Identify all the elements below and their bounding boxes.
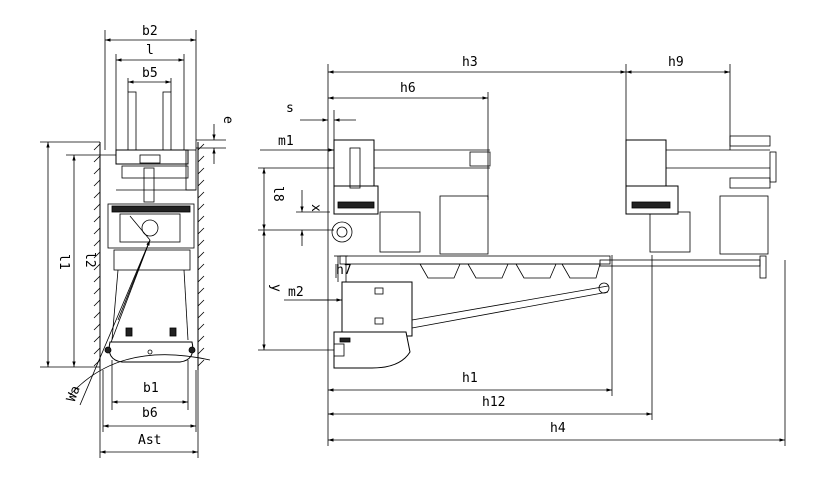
label-h6: h6 bbox=[400, 81, 416, 96]
fork-arm-right bbox=[625, 135, 777, 215]
label-l2: l2 bbox=[82, 252, 97, 268]
side-view: h3 h9 h6 s m1 l8 x y h7 bbox=[258, 55, 786, 446]
chassis bbox=[339, 195, 769, 329]
label-b6: b6 bbox=[142, 406, 158, 421]
top-view: b2 l b5 e l1 l2 Wa b1 bbox=[40, 24, 235, 458]
dim-line-wa bbox=[79, 239, 151, 406]
carriage-top-view bbox=[69, 149, 211, 396]
label-b1: b1 bbox=[143, 381, 159, 396]
label-h1: h1 bbox=[462, 371, 478, 386]
label-wa: Wa bbox=[64, 384, 83, 404]
wall-hatching bbox=[93, 143, 205, 367]
label-m2: m2 bbox=[288, 285, 304, 300]
label-l: l bbox=[146, 43, 154, 58]
label-ast: Ast bbox=[138, 433, 161, 448]
label-h3: h3 bbox=[462, 55, 478, 70]
truck-body bbox=[331, 139, 491, 369]
label-b5: b5 bbox=[142, 66, 158, 81]
label-l8: l8 bbox=[270, 186, 285, 202]
label-h9: h9 bbox=[668, 55, 684, 70]
label-l1: l1 bbox=[56, 254, 71, 270]
label-b2: b2 bbox=[142, 24, 158, 39]
label-s: s bbox=[286, 101, 294, 116]
label-e: e bbox=[220, 116, 235, 124]
label-x: x bbox=[308, 204, 323, 212]
label-y: y bbox=[268, 284, 283, 292]
label-h7: h7 bbox=[336, 263, 352, 278]
label-m1: m1 bbox=[278, 134, 294, 149]
label-h12: h12 bbox=[482, 395, 505, 410]
label-h4: h4 bbox=[550, 421, 566, 436]
